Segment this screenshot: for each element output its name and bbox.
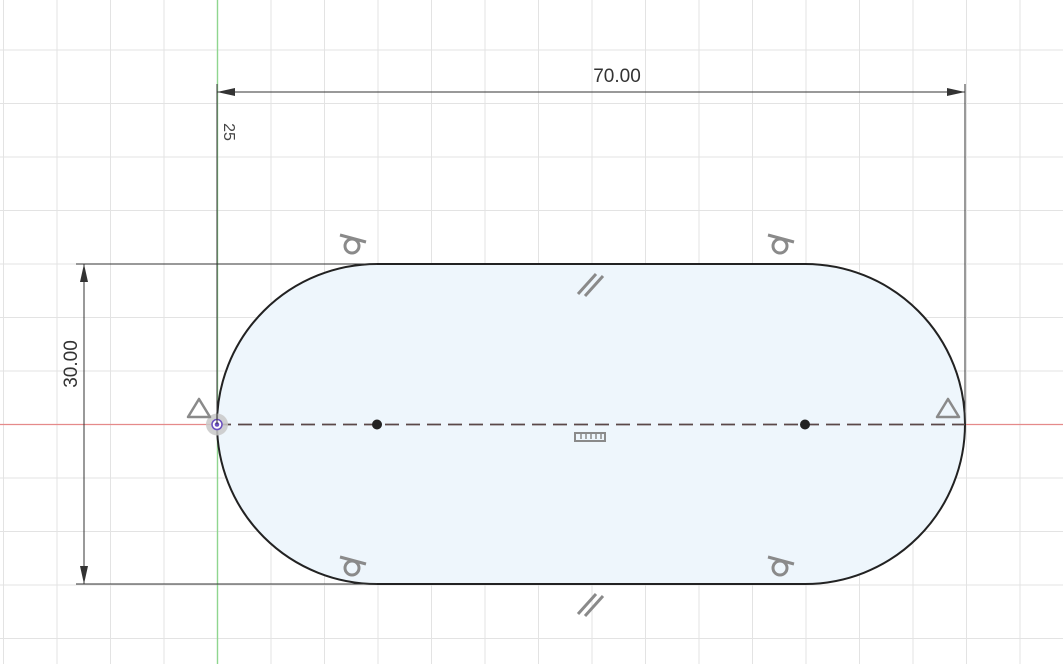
width-dimension[interactable]: 70.00: [216, 66, 966, 424]
tangent-constraint-icon[interactable]: [767, 555, 795, 577]
offset-dimension-value[interactable]: 25: [220, 123, 237, 141]
coincident-constraint-icon[interactable]: [935, 397, 961, 419]
parallel-constraint-icon[interactable]: [576, 592, 605, 618]
arc-center-point-icon[interactable]: [372, 419, 382, 430]
coincident-constraint-icon[interactable]: [186, 397, 212, 419]
width-dimension-value[interactable]: 70.00: [593, 66, 641, 87]
height-dimension-value[interactable]: 30.00: [61, 340, 82, 388]
tangent-constraint-icon[interactable]: [339, 233, 367, 255]
slot-profile[interactable]: [216, 263, 966, 585]
parallel-constraint-icon[interactable]: [576, 272, 605, 298]
height-dimension[interactable]: 30.00: [61, 263, 377, 585]
horizontal-constraint-icon[interactable]: [574, 432, 606, 442]
arc-center-point-icon[interactable]: [800, 419, 810, 430]
tangent-constraint-icon[interactable]: [767, 233, 795, 255]
tangent-constraint-icon[interactable]: [339, 555, 367, 577]
